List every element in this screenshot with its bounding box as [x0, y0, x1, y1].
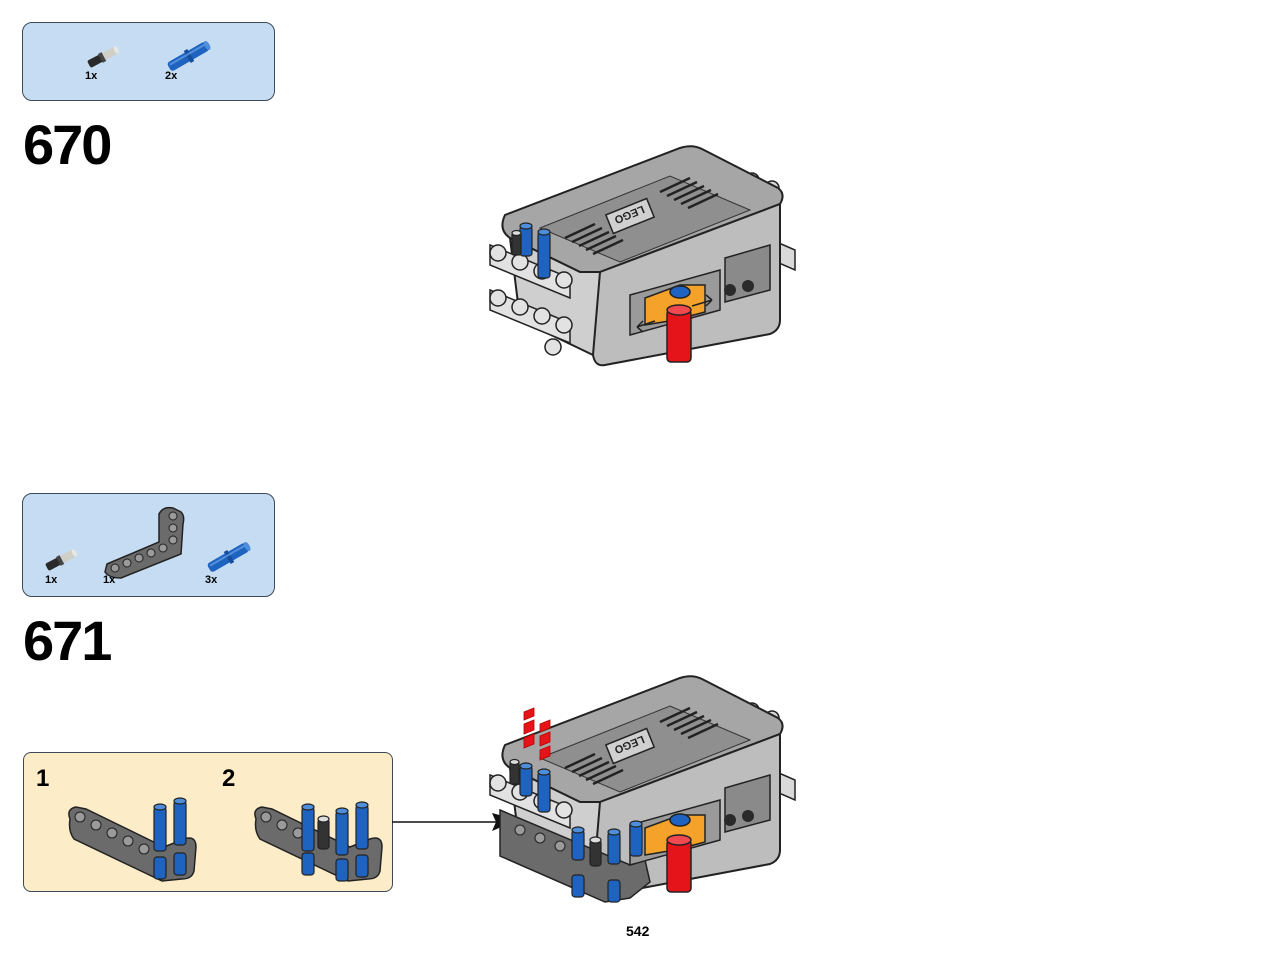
substep-number-2: 2 — [222, 765, 236, 792]
part-qty: 1x — [85, 70, 98, 82]
black-tan-axle-pin-icon — [87, 46, 119, 68]
battery-box-model-671: LEGO — [489, 675, 796, 903]
part-qty: 1x — [45, 574, 58, 586]
page-number: 542 — [626, 923, 650, 939]
parts-list-671: 1x 1x 3x — [22, 493, 275, 597]
step-number-670: 670 — [23, 113, 112, 176]
battery-box-model-670: LEGO — [489, 145, 796, 367]
part-qty: 1x — [103, 574, 116, 586]
part-qty: 3x — [205, 574, 218, 586]
step-number-671: 671 — [23, 609, 112, 672]
blue-long-pin-icon — [167, 40, 211, 71]
black-tan-axle-pin-icon — [45, 549, 77, 571]
gray-l-beam-icon — [104, 506, 185, 579]
parts-list-670: 1x 2x — [22, 22, 275, 101]
part-qty: 2x — [165, 70, 178, 82]
substep-callout: 1 2 — [23, 752, 393, 892]
substep-number-1: 1 — [36, 765, 50, 792]
l-beam-with-pins-substep-1 — [68, 797, 197, 882]
blue-long-pin-icon — [207, 541, 251, 572]
l-beam-with-pins-substep-2 — [254, 801, 383, 882]
